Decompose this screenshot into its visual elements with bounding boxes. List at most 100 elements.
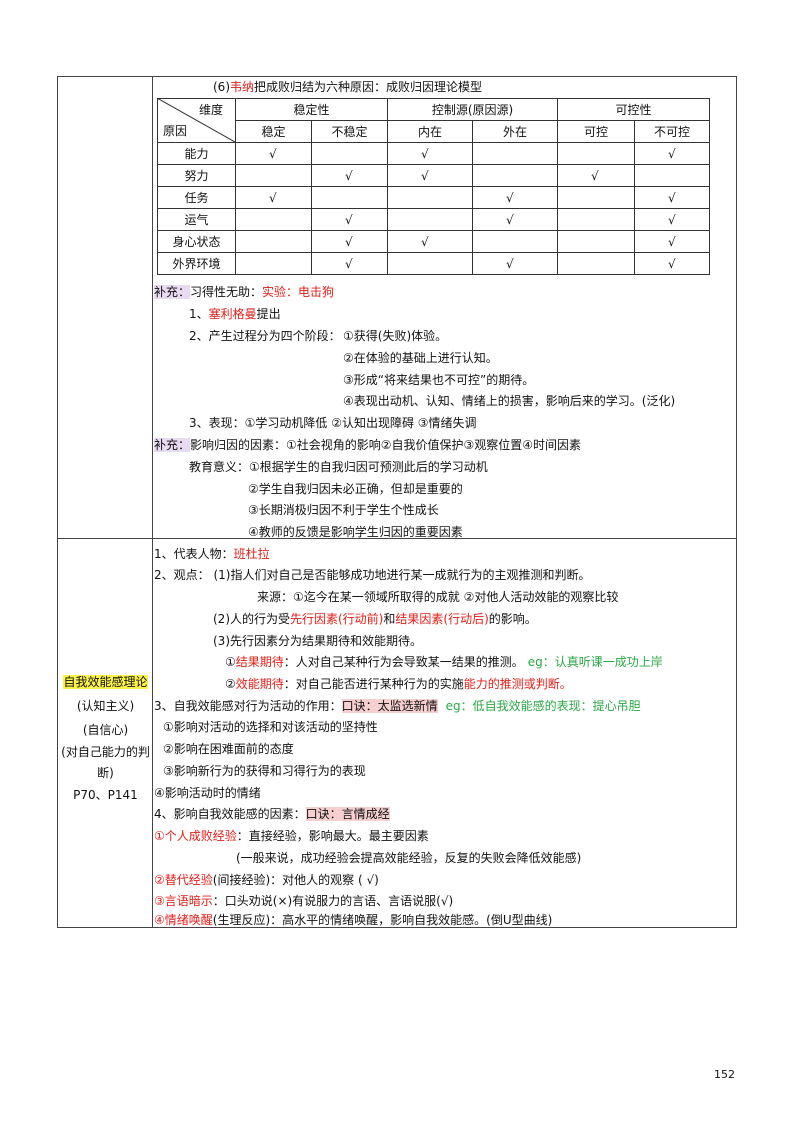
cell: √ bbox=[387, 164, 473, 187]
stage-1: ①获得(失败)体验。 bbox=[343, 329, 448, 343]
cell: √ bbox=[235, 142, 312, 165]
cell bbox=[557, 142, 635, 165]
theory-subtitle-3: (对自己能力的判 bbox=[61, 745, 150, 759]
group-header: 可控性 bbox=[557, 98, 710, 121]
function-1: ①影响对活动的选择和对该活动的坚持性 bbox=[163, 720, 378, 734]
cell bbox=[557, 186, 635, 209]
theory-subtitle-2: (自信心) bbox=[82, 723, 129, 737]
content-frame: 自我效能感理论 (认知主义) (自信心) (对自己能力的判 断) P70、P14… bbox=[57, 76, 737, 928]
theory-subtitle-1: (认知主义) bbox=[76, 699, 135, 713]
sub-header: 不稳定 bbox=[311, 120, 388, 143]
theory-title: 自我效能感理论 bbox=[63, 675, 148, 689]
sub-header: 内在 bbox=[387, 120, 473, 143]
cell bbox=[557, 208, 635, 231]
row-label: 运气 bbox=[157, 208, 236, 231]
learned-line-2: 2、产生过程分为四个阶段： bbox=[189, 329, 341, 343]
cell bbox=[235, 164, 312, 187]
learned-helplessness-header: 补充：习得性无助：实验：电击狗 bbox=[154, 285, 335, 299]
cell: √ bbox=[634, 208, 710, 231]
cell: √ bbox=[634, 186, 710, 209]
cell: √ bbox=[387, 142, 473, 165]
factor-1-note: (一般来说，成功经验会提高效能经验，反复的失败会降低效能感) bbox=[236, 851, 582, 865]
factor-2: ②替代经验(间接经验)：对他人的观察 ( √) bbox=[154, 873, 379, 887]
cell bbox=[634, 164, 710, 187]
edu-2: ②学生自我归因未必正确，但却是重要的 bbox=[248, 482, 463, 496]
cell: √ bbox=[472, 186, 558, 209]
view-line-2: 来源：①迄今在某一领域所取得的成就 ②对他人活动效能的观察比较 bbox=[257, 590, 619, 604]
corner-top-label: 维度 bbox=[199, 103, 224, 117]
left-column: 自我效能感理论 (认知主义) (自信心) (对自己能力的判 断) P70、P14… bbox=[58, 77, 153, 927]
function-2: ②影响在困难面前的态度 bbox=[163, 742, 294, 756]
cell bbox=[235, 230, 312, 253]
rep-line: 1、代表人物：班杜拉 bbox=[154, 547, 270, 561]
edu-3: ③长期消极归因不利于学生个性成长 bbox=[248, 503, 439, 517]
cell: √ bbox=[557, 164, 635, 187]
stage-4: ④表现出动机、认知、情绪上的损害，影响后来的学习。(泛化) bbox=[343, 394, 676, 408]
cell bbox=[472, 230, 558, 253]
factors-header: 4、影响自我效能感的因素：口诀：言情成经 bbox=[154, 807, 390, 821]
cell bbox=[557, 230, 635, 253]
cell: √ bbox=[634, 142, 710, 165]
sub-header: 外在 bbox=[472, 120, 558, 143]
sub-header: 可控 bbox=[557, 120, 635, 143]
cell bbox=[387, 186, 473, 209]
cell: √ bbox=[311, 230, 388, 253]
stage-3: ③形成“将来结果也不可控”的期待。 bbox=[343, 373, 535, 387]
cell: √ bbox=[387, 230, 473, 253]
cell: √ bbox=[311, 208, 388, 231]
cell bbox=[235, 252, 312, 275]
view-line-3: (2)人的行为受先行因素(行动前)和结果因素(行动后)的影响。 bbox=[213, 612, 537, 626]
cell: √ bbox=[311, 252, 388, 275]
edu-4: ④教师的反馈是影响学生归因的重要因素 bbox=[248, 525, 463, 539]
factor-3: ③言语暗示：口头劝说(×)有说服力的言语、言语说服(√) bbox=[154, 894, 454, 908]
cell bbox=[472, 164, 558, 187]
sub-header: 稳定 bbox=[235, 120, 312, 143]
theory-pages: P70、P141 bbox=[73, 788, 138, 802]
row-label: 任务 bbox=[157, 186, 236, 209]
cell: √ bbox=[634, 252, 710, 275]
cell bbox=[472, 142, 558, 165]
function-3: ③影响新行为的获得和习得行为的表现 bbox=[163, 764, 366, 778]
table-row: 任务 √ √ √ bbox=[157, 186, 710, 209]
table-row: 运气 √ √ √ bbox=[157, 208, 710, 231]
factor-4: ④情绪唤醒(生理反应)：高水平的情绪唤醒，影响自我效能感。(倒U型曲线) bbox=[154, 913, 553, 927]
edu-1: 教育意义：①根据学生的自我归因可预测此后的学习动机 bbox=[189, 460, 488, 474]
view-line-4: (3)先行因素分为结果期待和效能期待。 bbox=[213, 634, 422, 648]
page-number: 152 bbox=[714, 1068, 735, 1081]
cell bbox=[387, 252, 473, 275]
cell: √ bbox=[472, 208, 558, 231]
stage-2: ②在体验的基础上进行认知。 bbox=[343, 351, 498, 365]
cell bbox=[311, 186, 388, 209]
factor-1: ①个人成败经验：直接经验，影响最大。最主要因素 bbox=[154, 829, 429, 843]
cell: √ bbox=[311, 164, 388, 187]
cell bbox=[235, 208, 312, 231]
corner-bottom-label: 原因 bbox=[163, 124, 188, 138]
learned-line-3: 3、表现：①学习动机降低 ②认知出现障碍 ③情绪失调 bbox=[189, 416, 477, 430]
table-row: 能力 √ √ √ bbox=[157, 142, 710, 165]
row-label: 能力 bbox=[157, 142, 236, 165]
cell bbox=[311, 142, 388, 165]
cell: √ bbox=[634, 230, 710, 253]
learned-line-1: 1、塞利格曼提出 bbox=[189, 307, 281, 321]
table-row: 身心状态 √ √ √ bbox=[157, 230, 710, 253]
cell: √ bbox=[235, 186, 312, 209]
cell bbox=[557, 252, 635, 275]
factors-line: 补充：影响归因的因素：①社会视角的影响②自我价值保护③观察位置④时间因素 bbox=[154, 438, 582, 452]
row-label: 身心状态 bbox=[157, 230, 236, 253]
attribution-table: 稳定性 控制源(原因源) 可控性 稳定 不稳定 内在 外在 可控 不可控 能力 … bbox=[157, 98, 710, 275]
outcome-expectation: ①结果期待：人对自己某种行为会导致某一结果的推测。eg：认真听课一成功上岸 bbox=[225, 655, 663, 669]
efficacy-expectation: ②效能期待：对自己能否进行某种行为的实施能力的推测或判断。 bbox=[225, 677, 572, 691]
row-label: 努力 bbox=[157, 164, 236, 187]
table-row: 努力 √ √ √ bbox=[157, 164, 710, 187]
function-4: ④影响活动时的情绪 bbox=[154, 786, 261, 800]
row-divider bbox=[58, 538, 736, 539]
group-header: 控制源(原因源) bbox=[387, 98, 558, 121]
model-title: (6)韦纳把成败归结为六种原因：成败归因理论模型 bbox=[213, 80, 483, 94]
theory-subtitle-4: 断) bbox=[97, 766, 114, 780]
view-line-1: 2、观点： (1)指人们对自己是否能够成功地进行某一成就行为的主观推测和判断。 bbox=[154, 568, 591, 582]
table-row: 外界环境 √ √ √ bbox=[157, 252, 710, 275]
row-label: 外界环境 bbox=[157, 252, 236, 275]
group-header: 稳定性 bbox=[235, 98, 388, 121]
cell bbox=[387, 208, 473, 231]
